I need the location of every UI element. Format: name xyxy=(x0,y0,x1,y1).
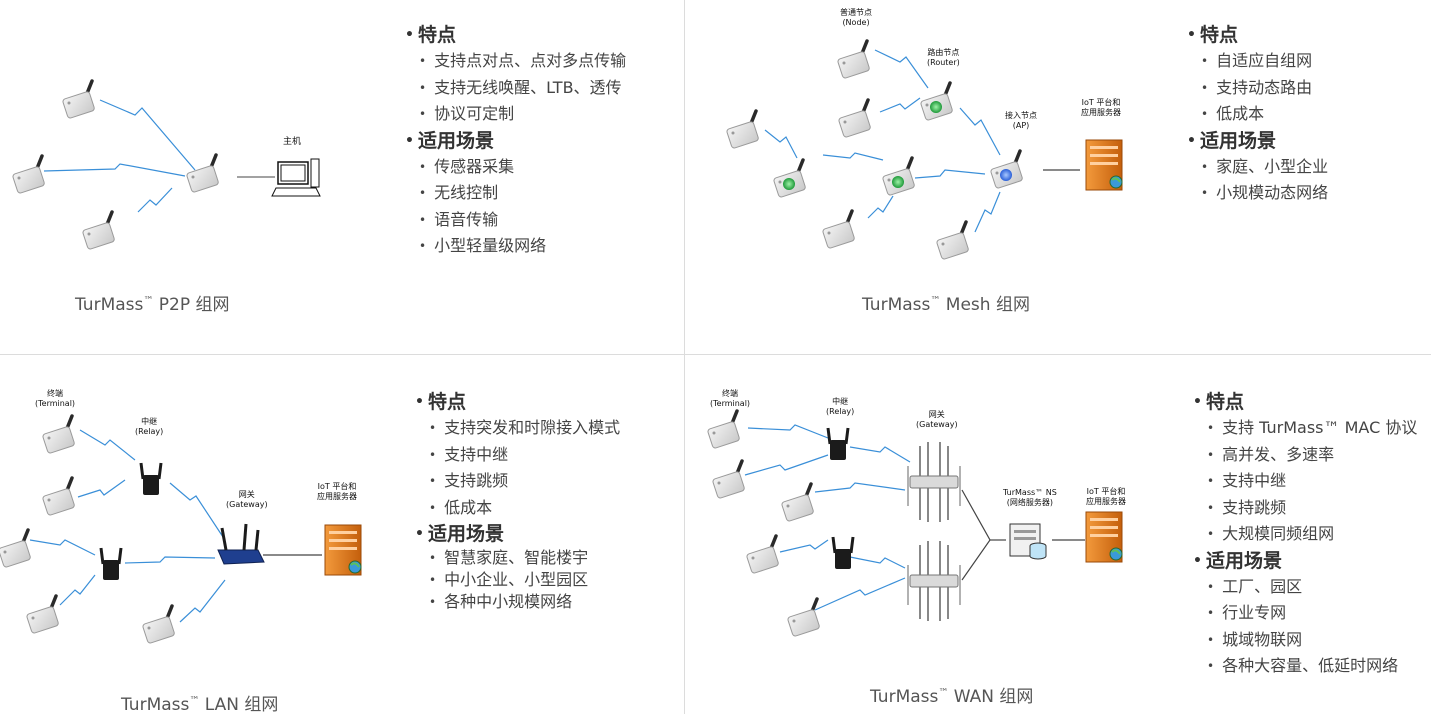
list-item: 支持中继 xyxy=(415,442,620,469)
list-item: 小规模动态网络 xyxy=(1187,180,1328,207)
list-item: 大规模同频组网 xyxy=(1193,521,1417,548)
p2p-caption: TurMass™ P2P 组网 xyxy=(75,295,230,315)
scenarios-heading: 适用场景 xyxy=(1187,128,1328,154)
wan-relay-label: 中继(Relay) xyxy=(826,397,855,416)
list-item: 支持跳频 xyxy=(1193,495,1417,522)
lan-gateway-label: 网关(Gateway) xyxy=(226,490,268,509)
lan-gateway-router-icon xyxy=(217,523,265,565)
list-item: 高并发、多速率 xyxy=(1193,442,1417,469)
list-item: 各种大容量、低延时网络 xyxy=(1193,653,1417,680)
lan-relay-label: 中继(Relay) xyxy=(135,417,164,436)
ns-server-icon xyxy=(1009,523,1047,560)
list-item: 低成本 xyxy=(415,495,620,522)
list-item: 支持动态路由 xyxy=(1187,75,1328,102)
vertical-divider xyxy=(684,0,685,714)
lan-terminal-label: 终端(Terminal) xyxy=(35,389,76,408)
list-item: 支持无线唤醒、LTB、透传 xyxy=(405,75,626,102)
mesh-node-label: 普通节点(Node) xyxy=(840,8,872,27)
scenarios-heading: 适用场景 xyxy=(415,521,620,547)
list-item: 低成本 xyxy=(1187,101,1328,128)
mesh-links xyxy=(764,49,1080,233)
list-item: 支持突发和时隙接入模式 xyxy=(415,415,620,442)
list-item: 支持跳频 xyxy=(415,468,620,495)
wan-terminal-label: 终端(Terminal) xyxy=(710,389,751,408)
list-item: 工厂、园区 xyxy=(1193,574,1417,601)
lan-caption: TurMass™ LAN 组网 xyxy=(121,695,279,715)
list-item: 支持中继 xyxy=(1193,468,1417,495)
host-computer-icon xyxy=(271,158,321,197)
lan-info-panel: 特点 支持突发和时隙接入模式 支持中继 支持跳频 低成本 适用场景 智慧家庭、智… xyxy=(415,389,620,613)
lan-server-label: IoT 平台和应用服务器 xyxy=(317,482,357,501)
horizontal-divider xyxy=(0,354,1431,355)
list-item: 协议可定制 xyxy=(405,101,626,128)
list-item: 支持点对点、点对多点传输 xyxy=(405,48,626,75)
scenarios-heading: 适用场景 xyxy=(405,128,626,154)
wan-info-panel: 特点 支持 TurMass™ MAC 协议 高并发、多速率 支持中继 支持跳频 … xyxy=(1193,389,1417,680)
list-item: 各种中小规模网络 xyxy=(415,591,620,613)
features-heading: 特点 xyxy=(415,389,620,415)
list-item: 城域物联网 xyxy=(1193,627,1417,654)
list-item: 传感器采集 xyxy=(405,154,626,181)
features-heading: 特点 xyxy=(1187,22,1328,48)
mesh-router-label: 路由节点(Router) xyxy=(927,48,960,67)
features-heading: 特点 xyxy=(1193,389,1417,415)
list-item: 小型轻量级网络 xyxy=(405,233,626,260)
mesh-info-panel: 特点 自适应自组网 支持动态路由 低成本 适用场景 家庭、小型企业 小规模动态网… xyxy=(1187,22,1328,207)
list-item: 语音传输 xyxy=(405,207,626,234)
host-label: 主机 xyxy=(283,137,302,147)
scenarios-heading: 适用场景 xyxy=(1193,548,1417,574)
list-item: 无线控制 xyxy=(405,180,626,207)
list-item: 支持 TurMass™ MAC 协议 xyxy=(1193,415,1417,442)
p2p-links xyxy=(43,99,275,213)
wan-server-label: IoT 平台和应用服务器 xyxy=(1086,487,1126,506)
list-item: 中小企业、小型园区 xyxy=(415,569,620,591)
list-item: 自适应自组网 xyxy=(1187,48,1328,75)
features-heading: 特点 xyxy=(405,22,626,48)
mesh-ap-label: 接入节点(AP) xyxy=(1005,111,1037,130)
wan-caption: TurMass™ WAN 组网 xyxy=(870,687,1034,707)
list-item: 家庭、小型企业 xyxy=(1187,154,1328,181)
wan-links xyxy=(744,424,1085,611)
wan-ns-label: TurMass™ NS(网络服务器) xyxy=(1003,488,1057,507)
wan-gateway-label: 网关(Gateway) xyxy=(916,410,958,429)
mesh-caption: TurMass™ Mesh 组网 xyxy=(862,295,1030,315)
list-item: 智慧家庭、智能楼宇 xyxy=(415,547,620,569)
lan-links xyxy=(29,429,322,623)
p2p-info-panel: 特点 支持点对点、点对多点传输 支持无线唤醒、LTB、透传 协议可定制 适用场景… xyxy=(405,22,626,260)
list-item: 行业专网 xyxy=(1193,600,1417,627)
mesh-server-label: IoT 平台和应用服务器 xyxy=(1081,98,1121,117)
